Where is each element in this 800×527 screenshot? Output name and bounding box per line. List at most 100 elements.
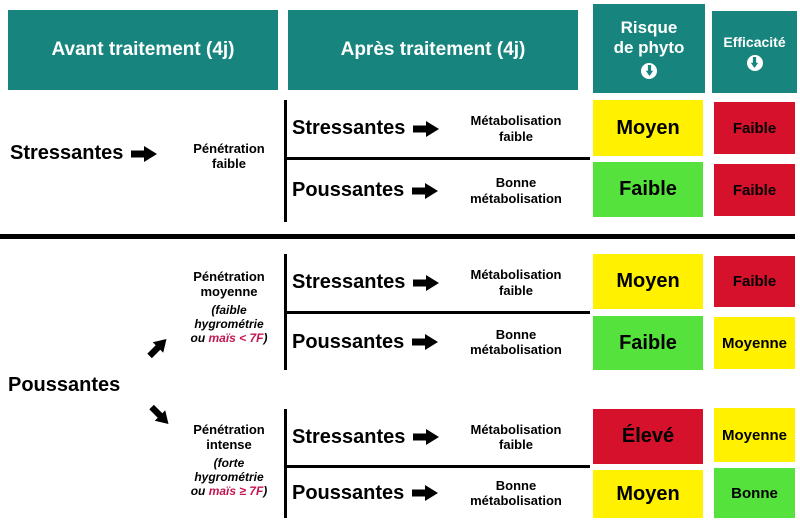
branch-title-line2: intense bbox=[206, 437, 252, 453]
meta-line2: métabolisation bbox=[470, 493, 562, 508]
divider-horizontal bbox=[284, 311, 590, 314]
apres-condition-label: Stressantes bbox=[292, 271, 406, 293]
risque-badge: Faible bbox=[593, 162, 703, 217]
header-apres-label: Après traitement (4j) bbox=[340, 39, 526, 60]
efficacite-value: Faible bbox=[732, 273, 777, 290]
metabolisation-note: Métabolisation faible bbox=[452, 422, 580, 453]
note-suffix: ) bbox=[263, 331, 268, 346]
branch-title-line1: Pénétration bbox=[193, 422, 265, 437]
avant-condition-poussantes: Poussantes bbox=[8, 374, 120, 397]
risque-badge: Moyen bbox=[593, 470, 703, 518]
meta-line1: Métabolisation bbox=[470, 421, 562, 437]
metabolisation-note: Bonne métabolisation bbox=[452, 175, 580, 206]
efficacite-value: Moyenne bbox=[721, 334, 787, 352]
risque-badge: Élevé bbox=[593, 409, 703, 464]
divider-vertical bbox=[284, 409, 287, 518]
branch-note-line3: ou maïs < 7F) bbox=[178, 331, 280, 345]
northeast-arrow-icon bbox=[146, 339, 170, 363]
header-risque-line1: Risque bbox=[620, 18, 678, 38]
header-efficacite-label: Efficacité bbox=[723, 33, 786, 50]
down-arrow-icon bbox=[641, 62, 657, 79]
apres-condition: Poussantes bbox=[292, 330, 439, 354]
right-arrow-icon bbox=[412, 485, 439, 501]
efficacite-badge: Bonne bbox=[714, 468, 795, 518]
right-arrow-icon bbox=[413, 429, 440, 445]
table-row: Stressantes Métabolisation faible bbox=[292, 100, 580, 157]
apres-condition: Poussantes bbox=[292, 481, 439, 505]
table-row: Poussantes Bonne métabolisation bbox=[292, 467, 580, 519]
risque-badge: Moyen bbox=[593, 254, 703, 309]
branch-title-line1: Pénétration bbox=[193, 269, 265, 284]
header-risque-line2: de phyto bbox=[613, 38, 685, 57]
divider-horizontal bbox=[284, 465, 590, 468]
divider-vertical bbox=[284, 100, 287, 222]
branch-note-line3: ou maïs ≥ 7F) bbox=[178, 484, 280, 498]
table-row: Stressantes Métabolisation faible bbox=[292, 409, 580, 465]
efficacite-badge: Moyenne bbox=[714, 408, 795, 462]
header-efficacite: Efficacité bbox=[712, 11, 797, 93]
risque-value: Faible bbox=[619, 331, 677, 354]
metabolisation-note: Métabolisation faible bbox=[452, 267, 580, 298]
header-avant-traitement: Avant traitement (4j) bbox=[8, 10, 278, 90]
note-prefix: ou bbox=[190, 484, 209, 499]
risque-value: Moyen bbox=[616, 270, 680, 292]
risque-value: Moyen bbox=[616, 482, 680, 505]
note-line2: faible bbox=[212, 156, 246, 172]
branch-note-line1: (faible bbox=[211, 302, 247, 317]
section-divider bbox=[0, 234, 795, 239]
apres-condition: Stressantes bbox=[292, 425, 440, 449]
down-arrow-icon bbox=[746, 54, 763, 71]
efficacite-value: Faible bbox=[732, 119, 777, 137]
right-arrow-icon bbox=[131, 145, 158, 162]
note-prefix: ou bbox=[190, 331, 209, 346]
header-apres-traitement: Après traitement (4j) bbox=[288, 10, 578, 90]
metabolisation-note: Métabolisation faible bbox=[452, 113, 580, 144]
table-row: Poussantes Bonne métabolisation bbox=[292, 314, 580, 370]
risque-badge: Moyen bbox=[593, 100, 703, 156]
branch-note-line2: hygrométrie bbox=[194, 317, 264, 332]
meta-line2: faible bbox=[499, 128, 533, 144]
apres-condition: Stressantes bbox=[292, 271, 440, 294]
meta-line2: métabolisation bbox=[470, 342, 562, 357]
meta-line1: Métabolisation bbox=[470, 267, 562, 283]
efficacite-badge: Faible bbox=[714, 256, 795, 307]
efficacite-badge: Moyenne bbox=[714, 317, 795, 369]
right-arrow-icon bbox=[413, 274, 440, 291]
table-row: Stressantes Métabolisation faible bbox=[292, 254, 580, 311]
apres-condition-label: Stressantes bbox=[292, 117, 406, 139]
penetration-moyenne-note: Pénétration moyenne (faible hygrométrie … bbox=[178, 269, 280, 346]
meta-line1: Bonne bbox=[495, 175, 537, 191]
apres-condition: Poussantes bbox=[292, 179, 439, 202]
note-line1: Pénétration bbox=[193, 141, 265, 156]
metabolisation-note: Bonne métabolisation bbox=[452, 478, 580, 509]
meta-line1: Bonne bbox=[495, 477, 537, 493]
apres-condition-label: Poussantes bbox=[292, 481, 405, 504]
header-risque-phyto: Risque de phyto bbox=[593, 4, 705, 93]
branch-note: (faible hygrométrie ou maïs < 7F) bbox=[178, 303, 280, 346]
meta-line1: Bonne bbox=[495, 326, 537, 342]
right-arrow-icon bbox=[412, 334, 439, 350]
southeast-arrow-icon bbox=[148, 404, 172, 431]
penetration-faible-note: Pénétration faible bbox=[180, 141, 278, 172]
risque-value: Élevé bbox=[621, 425, 675, 447]
avant-condition-label: Poussantes bbox=[8, 374, 121, 396]
risque-badge: Faible bbox=[593, 316, 703, 370]
apres-condition-label: Stressantes bbox=[292, 425, 406, 448]
efficacite-value: Faible bbox=[732, 181, 777, 199]
branch-note: (forte hygrométrie ou maïs ≥ 7F) bbox=[178, 456, 280, 499]
note-accent: maïs < 7F bbox=[208, 331, 264, 346]
risque-value: Faible bbox=[619, 178, 677, 200]
note-accent: maïs ≥ 7F bbox=[208, 484, 264, 499]
efficacite-value: Moyenne bbox=[721, 426, 787, 444]
avant-condition-stressantes: Stressantes bbox=[10, 142, 158, 165]
apres-condition-label: Poussantes bbox=[292, 330, 405, 353]
penetration-intense-note: Pénétration intense (forte hygrométrie o… bbox=[178, 422, 280, 499]
meta-line1: Métabolisation bbox=[470, 113, 562, 129]
table-row: Poussantes Bonne métabolisation bbox=[292, 161, 580, 220]
metabolisation-note: Bonne métabolisation bbox=[452, 327, 580, 358]
branch-title-line2: moyenne bbox=[200, 284, 258, 300]
branch-note-line1: (forte bbox=[213, 455, 245, 470]
avant-condition-label: Stressantes bbox=[10, 142, 124, 164]
apres-condition-label: Poussantes bbox=[292, 179, 405, 201]
